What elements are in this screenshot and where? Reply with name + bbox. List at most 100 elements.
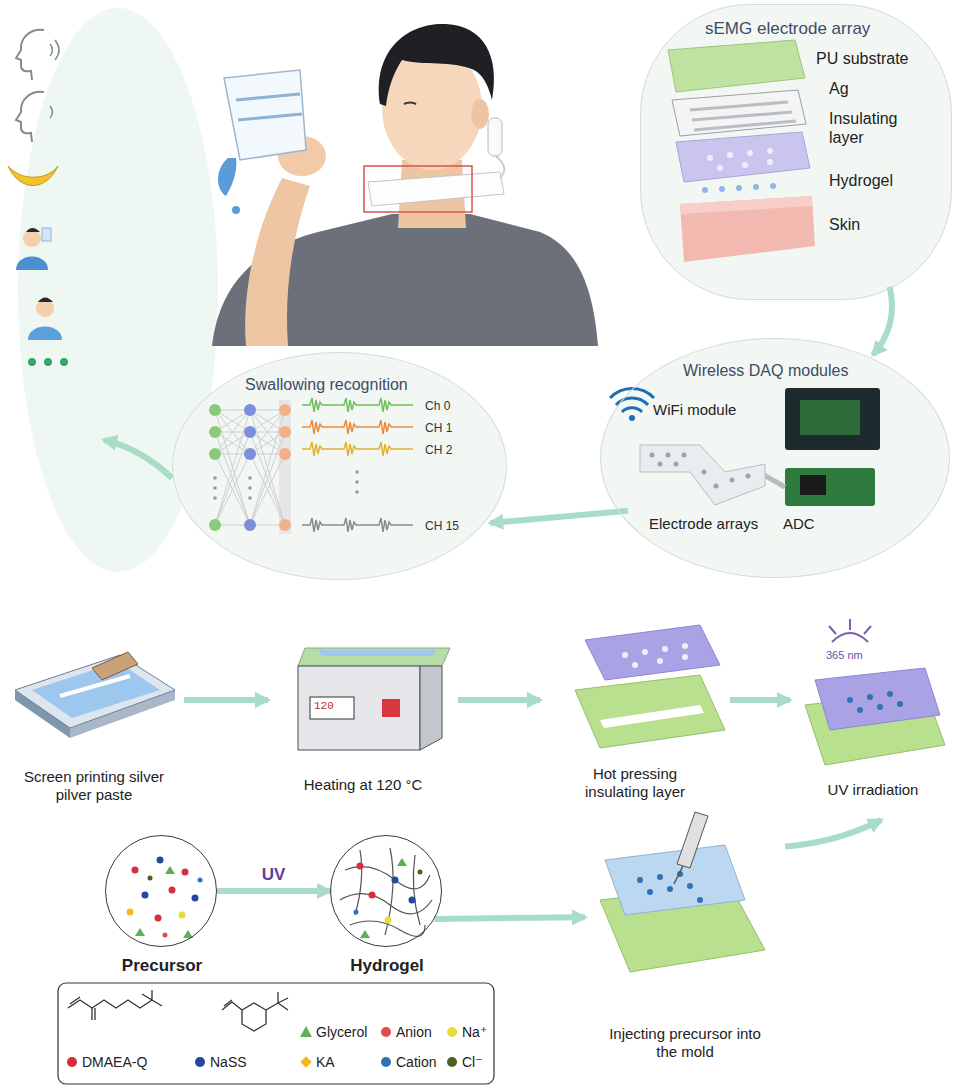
uv-irradiation-part bbox=[832, 633, 868, 642]
process-step: Injecting precursor into the mold bbox=[585, 815, 785, 1077]
mold-injection-part bbox=[657, 874, 663, 880]
daq-hardware-part bbox=[666, 453, 671, 458]
task-icons-part bbox=[28, 327, 62, 341]
electrode-layers-part bbox=[767, 148, 773, 154]
electrode-layers-part bbox=[770, 183, 776, 189]
electrode-layers-part bbox=[690, 102, 796, 130]
background-panels bbox=[18, 4, 952, 1084]
daq-hardware-part bbox=[746, 474, 751, 479]
daq-hardware-part bbox=[629, 415, 635, 421]
chemical-structures-part bbox=[68, 1000, 152, 1008]
legend-swatch bbox=[195, 1057, 205, 1067]
recognition-network-part bbox=[355, 490, 359, 494]
task-icons-part bbox=[28, 358, 36, 366]
task-icons-part bbox=[16, 92, 44, 142]
electrode-layers-part bbox=[680, 196, 815, 262]
layer-label: Ag bbox=[829, 79, 849, 98]
uv-irradiation-part bbox=[829, 619, 871, 634]
legend-swatch bbox=[447, 1027, 457, 1037]
recognition-network-part bbox=[213, 476, 217, 480]
recognition-network-part bbox=[209, 404, 221, 416]
channel-label: CH 1 bbox=[425, 421, 452, 435]
precursor-particles-part bbox=[132, 867, 139, 874]
chemical-structures-part bbox=[266, 992, 288, 1010]
recognition-network-part bbox=[215, 410, 250, 525]
legend-swatch bbox=[67, 1057, 77, 1067]
daq-hardware-part bbox=[674, 462, 679, 467]
process-step: Hot pressing insulating layer bbox=[540, 615, 730, 820]
process-step: Screen printing silver pilver paste bbox=[4, 640, 184, 810]
electrode-layers-part bbox=[742, 162, 748, 168]
uv-irradiation-part bbox=[815, 668, 940, 730]
person-illustration-part bbox=[245, 178, 310, 346]
precursor-particles-part bbox=[155, 915, 162, 922]
step-caption: Heating at 120 °C bbox=[268, 776, 458, 794]
hydrogel-network-part bbox=[340, 848, 432, 936]
flow-arrow bbox=[184, 697, 268, 703]
person-illustration-part bbox=[379, 24, 494, 106]
legend-label: Anion bbox=[396, 1024, 432, 1041]
person-illustration-part bbox=[224, 70, 306, 160]
flow-arrow bbox=[434, 917, 585, 919]
hot-pressing-part bbox=[642, 649, 648, 655]
precursor-particles-part bbox=[169, 887, 176, 894]
hydrogel-network-part bbox=[392, 877, 399, 884]
hydrogel-network-part bbox=[369, 892, 376, 899]
daq-hardware-part bbox=[800, 400, 860, 435]
channel-label: CH 15 bbox=[425, 519, 459, 533]
uv-irradiation-part bbox=[877, 704, 883, 710]
step-caption: UV irradiation bbox=[790, 781, 956, 799]
flow-arrow bbox=[217, 888, 330, 894]
hot-pressing-part bbox=[682, 643, 688, 649]
display-reading: 120 bbox=[314, 700, 334, 713]
layer-label: Insulating layer bbox=[829, 109, 929, 147]
precursor-particles-part bbox=[148, 876, 153, 881]
daq-hardware-part bbox=[714, 484, 719, 489]
hydrogel-network-part bbox=[360, 930, 370, 938]
hydrogel-network-part bbox=[409, 897, 416, 904]
recognition-network-part bbox=[250, 410, 285, 525]
hydrogel-circle: Hydrogel bbox=[330, 835, 442, 947]
hot-plate-part bbox=[298, 648, 450, 666]
uv-irradiation-part bbox=[847, 697, 853, 703]
daq-hardware-part bbox=[702, 470, 707, 475]
precursor-particles-part bbox=[142, 892, 149, 899]
step-caption: Injecting precursor into the mold bbox=[600, 1025, 770, 1061]
electrode-layers-part bbox=[727, 152, 733, 158]
person-illustration-part bbox=[488, 118, 502, 156]
hot-plate-part bbox=[310, 697, 354, 719]
hot-plate bbox=[298, 648, 450, 750]
recognition-network-part bbox=[355, 480, 359, 484]
panel-title: Wireless DAQ modules bbox=[683, 361, 848, 380]
hot-pressing-part bbox=[585, 625, 720, 680]
electrode-array-panel: sEMG electrode arrayPU substrateAgInsula… bbox=[640, 4, 952, 300]
chemical-structures bbox=[68, 990, 288, 1031]
mold-injection-part bbox=[697, 897, 703, 903]
hot-plate-part bbox=[318, 650, 436, 656]
chemical-structures-part bbox=[70, 990, 162, 1020]
circle-title: Hydrogel bbox=[307, 956, 467, 976]
task-icons-part bbox=[42, 228, 51, 241]
recognition-network-part bbox=[302, 398, 413, 412]
person-illustration-part bbox=[496, 156, 504, 178]
hydrogel-network bbox=[340, 848, 432, 938]
recognition-network-part bbox=[248, 486, 252, 490]
task-icons-part bbox=[44, 358, 52, 366]
hot-pressing-part bbox=[600, 705, 704, 728]
recognition-network-part bbox=[213, 486, 217, 490]
daq-hardware-part bbox=[640, 445, 765, 505]
legend-swatch bbox=[447, 1057, 457, 1067]
electrode-layers-part bbox=[702, 187, 708, 193]
recognition-network-part bbox=[244, 404, 256, 416]
screen-printing bbox=[15, 652, 175, 738]
background-panels-part bbox=[58, 983, 494, 1084]
precursor-particles-part bbox=[127, 909, 134, 916]
daq-hardware-part bbox=[682, 453, 687, 458]
part-label: Electrode arrays bbox=[649, 515, 758, 533]
chemical-structures-part bbox=[242, 1003, 266, 1031]
daq-hardware-part bbox=[785, 468, 875, 506]
task-icons-part bbox=[23, 229, 41, 247]
hot-pressing-part bbox=[575, 675, 725, 748]
